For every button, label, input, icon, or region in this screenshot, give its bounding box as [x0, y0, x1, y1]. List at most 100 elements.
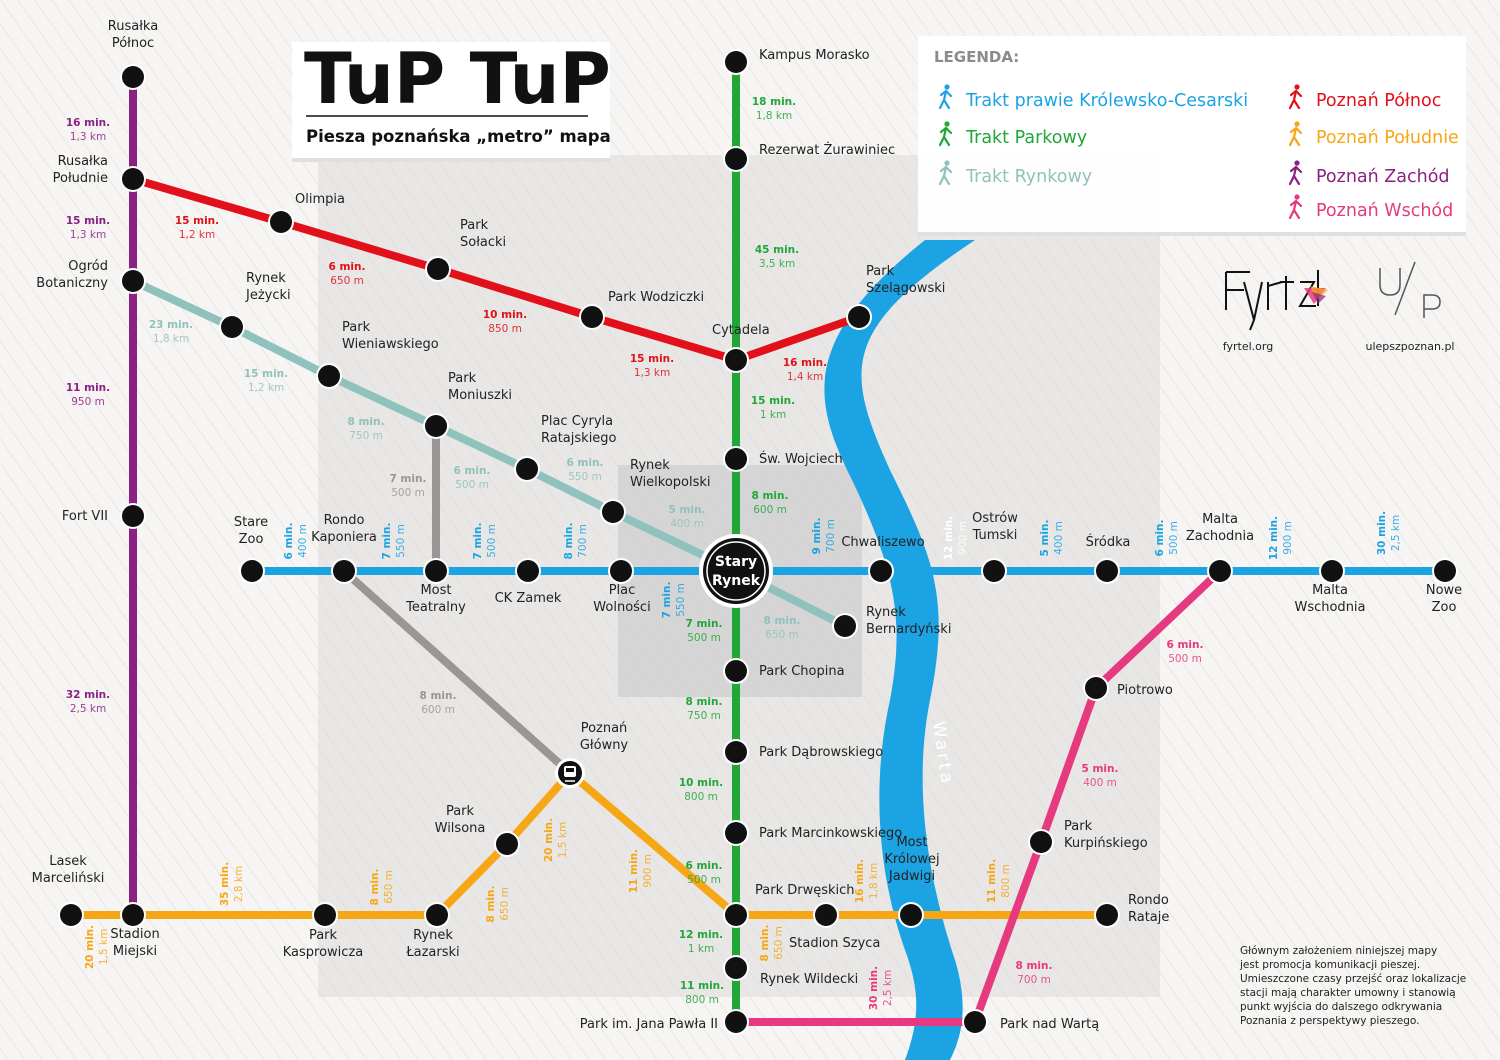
time-label-red-2: 6 min.650 m	[329, 261, 366, 287]
travel-distance: 2,5 km	[882, 970, 894, 1006]
time-label-orange-8: 16 min.1,8 km	[854, 859, 880, 903]
travel-distance: 1,8 km	[153, 333, 189, 345]
time-label-orange-5: 20 min.1,5 km	[543, 818, 569, 862]
station-park-dabrowskiego[interactable]: Park Dąbrowskiego	[723, 739, 883, 765]
station-cytadela[interactable]: Cytadela	[712, 323, 770, 373]
station-park-marcinkowskiego[interactable]: Park Marcinkowskiego	[723, 820, 902, 846]
station-srodka[interactable]: Śródka	[1086, 534, 1131, 584]
walker-icon	[938, 121, 953, 147]
station-olimpia[interactable]: Olimpia	[268, 192, 345, 235]
travel-distance: 600 m	[753, 504, 787, 516]
station-rynek-wildecki[interactable]: Rynek Wildecki	[723, 955, 858, 987]
travel-distance: 650 m	[773, 926, 785, 960]
station-marker	[1434, 560, 1456, 582]
station-piotrowo[interactable]: Piotrowo	[1083, 675, 1173, 701]
station-marker	[122, 168, 144, 190]
station-marker	[318, 365, 340, 387]
station-park-chopina[interactable]: Park Chopina	[723, 658, 845, 684]
station-kampus[interactable]: Kampus Morasko	[723, 48, 870, 75]
travel-time: 5 min.	[1039, 520, 1051, 557]
time-label-blue-4: 8 min.700 m	[563, 523, 589, 560]
travel-time: 6 min.	[283, 523, 295, 560]
travel-distance: 750 m	[687, 710, 721, 722]
station-marker	[122, 904, 144, 926]
station-park-jp2[interactable]: Park im. Jana Pawła II	[580, 1009, 749, 1035]
station-marker	[848, 306, 870, 328]
travel-time: 8 min.	[420, 690, 457, 702]
time-label-orange-6: 11 min.900 m	[628, 849, 654, 893]
note-line-4: stacji mają charakter umowny i stanowią	[1240, 987, 1456, 999]
station-rezerwat[interactable]: Rezerwat Żurawiniec	[723, 142, 895, 172]
stary-rynek-hub[interactable]: Stary Rynek	[699, 534, 773, 608]
travel-distance: 900 m	[642, 854, 654, 888]
legend-item-6: Poznań Zachód	[1288, 160, 1450, 187]
travel-distance: 1 km	[688, 943, 714, 955]
travel-time: 6 min.	[686, 860, 723, 872]
travel-distance: 1,3 km	[70, 229, 106, 241]
travel-time: 8 min.	[764, 615, 801, 627]
poznan-glowny-train-station[interactable]	[555, 758, 585, 788]
station-marker	[900, 904, 922, 926]
station-marker	[1209, 560, 1231, 582]
station-marker	[1096, 904, 1118, 926]
travel-distance: 1 km	[760, 409, 786, 421]
station-label: Fort VII	[62, 509, 108, 524]
legend-label: Trakt Parkowy	[965, 128, 1087, 148]
station-marker	[270, 211, 292, 233]
station-sw-wojciech[interactable]: Św. Wojciech	[723, 446, 843, 472]
station-label: Park im. Jana Pawła II	[580, 1017, 718, 1032]
time-label-green-4: 8 min.600 m	[752, 490, 789, 516]
station-park-nad-warta[interactable]: Park nad Wartą	[962, 1009, 1099, 1035]
travel-time: 10 min.	[483, 309, 527, 321]
station-marker	[122, 270, 144, 292]
station-ck-zamek[interactable]: CK Zamek	[495, 558, 562, 606]
travel-time: 11 min.	[628, 849, 640, 893]
travel-distance: 400 m	[297, 524, 309, 558]
legend-item-7: Poznań Wschód	[1288, 194, 1453, 221]
station-fort[interactable]: Fort VII	[62, 503, 146, 529]
footnote: Głównym założeniem niniejszej mapy jest …	[1239, 945, 1466, 1027]
travel-distance: 500 m	[687, 874, 721, 886]
station-park-wodziczki[interactable]: Park Wodziczki	[579, 290, 704, 330]
legend-item-2: Trakt Parkowy	[938, 121, 1087, 148]
station-marker	[602, 501, 624, 523]
station-stadion-szyca[interactable]: Stadion Szyca	[789, 902, 880, 951]
station-chwaliszewo[interactable]: Chwaliszewo	[841, 535, 925, 584]
station-park-drweskich[interactable]: Park Drwęskich	[723, 883, 855, 928]
travel-distance: 650 m	[330, 275, 364, 287]
station-marker	[1030, 831, 1052, 853]
station-label: Park Chopina	[759, 664, 845, 679]
